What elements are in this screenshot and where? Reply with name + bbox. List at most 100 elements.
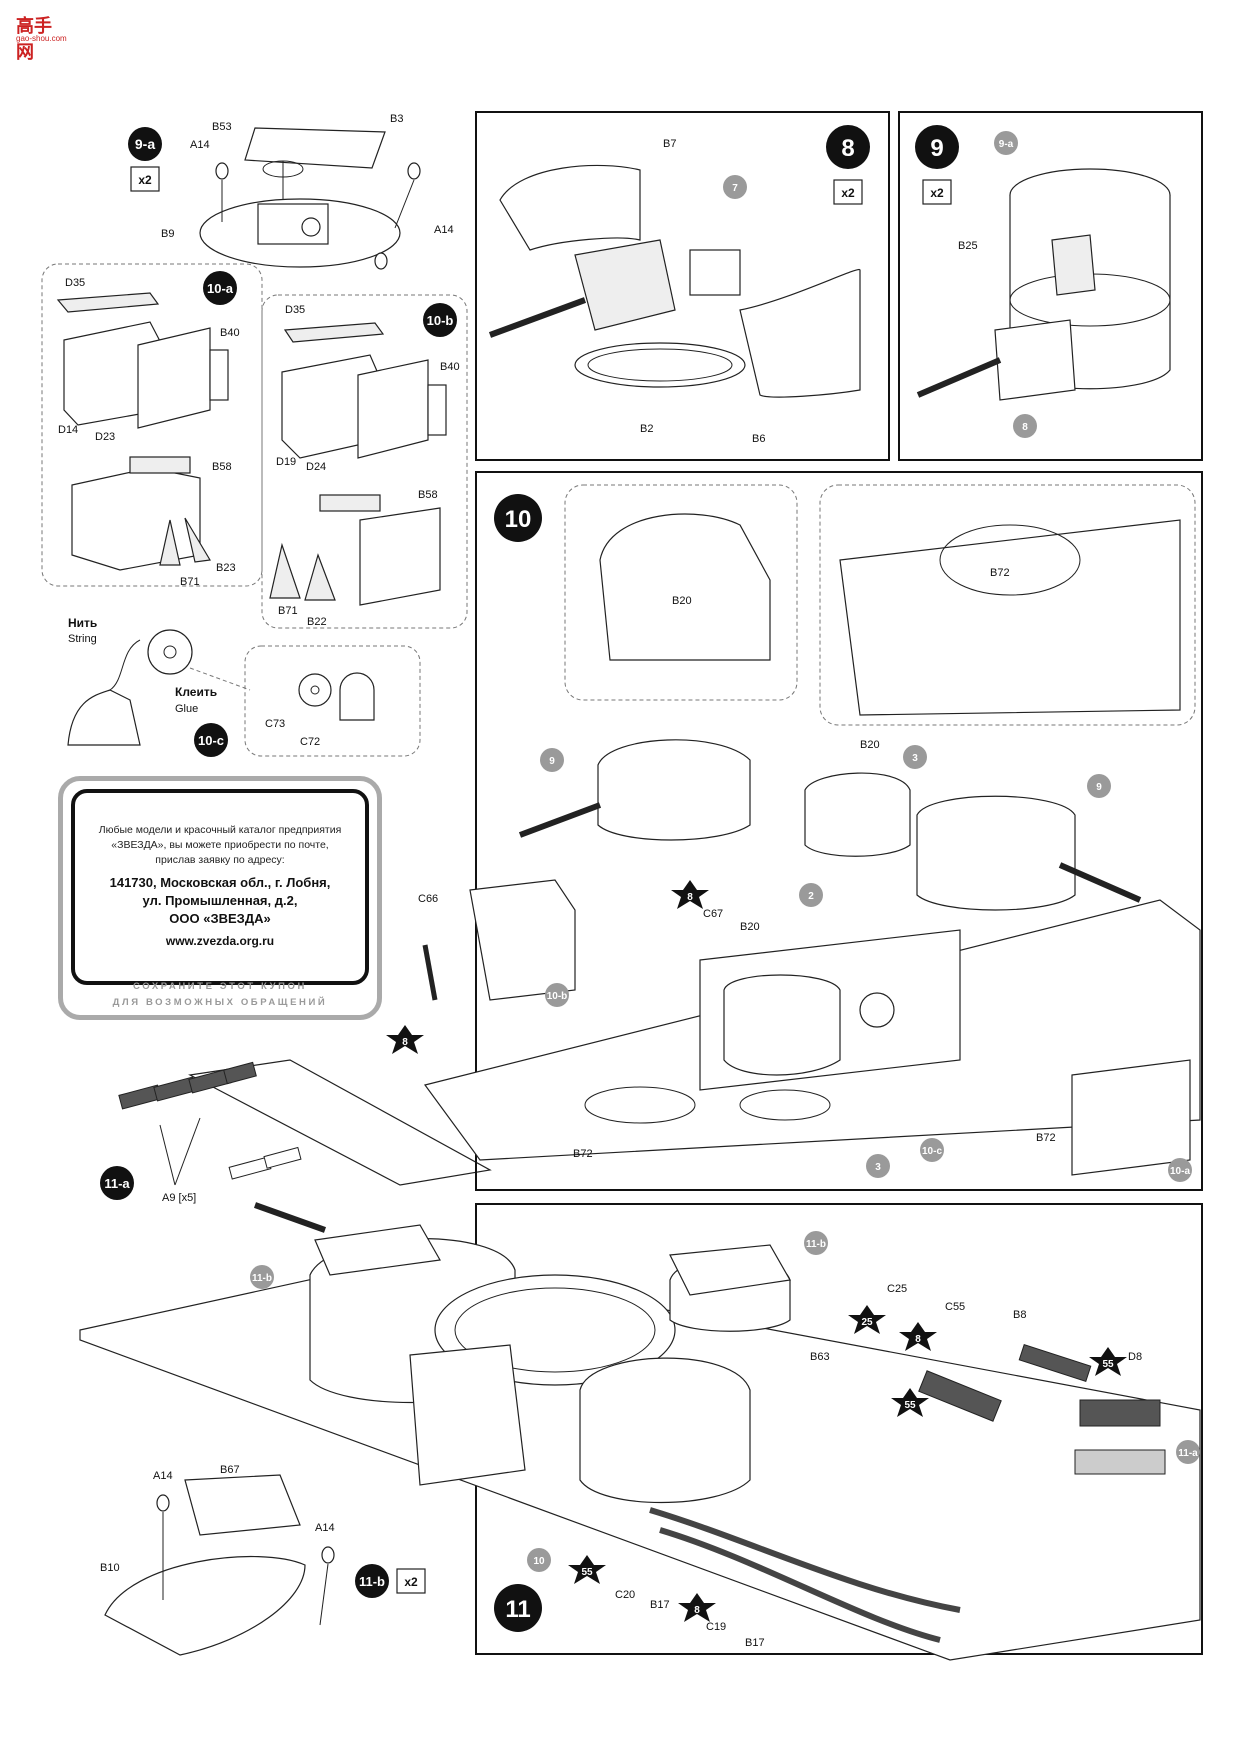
ref-10-label: 10 [533,1556,545,1567]
tool-c55 [918,1370,1002,1422]
string-ru: Нить [68,616,97,630]
label-d24: D24 [306,461,326,473]
part-c66 [422,944,438,1001]
ref-11b-right-badge [804,1231,828,1255]
part-c72 [339,672,375,721]
ref-9-left-label: 9 [549,756,555,767]
ref-10-badge [527,1548,551,1572]
step-11a-label: 11-a [104,1176,130,1191]
coupon-inner-frame: Любые модели и красочный каталог предпри… [71,789,369,985]
paint-8-c25-label: 8 [915,1334,921,1345]
label-b23: B23 [216,562,236,574]
label-c25: C25 [887,1283,907,1295]
label-c66: C66 [418,893,438,905]
tow-cable-1 [649,1507,961,1613]
step-10a-frame [41,263,263,587]
step-11b-multiplier: x2 [404,1575,418,1589]
part-b40-a [209,349,229,401]
coupon-footer: СОХРАНИТЕ ЭТОТ КУПОН ДЛЯ ВОЗМОЖНЫХ ОБРАЩ… [63,979,377,1011]
step-8-frame [475,111,890,461]
paint-25-label: 25 [861,1317,873,1328]
ref-3-bottom-label: 3 [875,1162,881,1173]
gun-barrel-8 [488,297,587,338]
label-c55: C55 [945,1301,965,1313]
step-8-multiplier-box [833,179,863,205]
plate-d23 [137,327,211,429]
label-b17-right: B17 [745,1637,765,1649]
step-10b-badge [423,303,457,337]
label-d8: D8 [1128,1351,1142,1363]
part-c73 [298,673,332,707]
ref-10c-label: 10-c [922,1146,942,1157]
label-d35-a: D35 [65,277,85,289]
ruler-sprue [188,1059,492,1186]
label-d19: D19 [276,456,296,468]
detail-inset-left [564,484,798,701]
step-9-multiplier-box [922,179,952,205]
label-c73: C73 [265,718,285,730]
hatch-11b-front [669,1244,791,1296]
step-10a-label: 10-a [207,281,234,296]
part-b58-b [319,494,381,512]
paint-55-c20-label: 55 [581,1567,593,1578]
step-9-label: 9 [930,135,943,162]
label-a9: A9 [x5] [162,1192,196,1204]
ref-8-label: 8 [1022,422,1028,433]
label-b40-a: B40 [220,327,240,339]
coupon-address-2: ул. Промышленная, д.2, [142,893,298,908]
wheel-10c [859,992,895,1028]
shield-b6 [739,268,861,398]
step-8-label: 8 [841,135,854,162]
hatch-base-b10 [104,1556,306,1656]
label-b71-b: B71 [278,605,298,617]
coupon-footer-1: СОХРАНИТЕ ЭТОТ КУПОН [133,981,307,992]
turret-ring-3 [804,772,911,857]
coupon-address-1: 141730, Московская обл., г. Лобня, [109,875,331,890]
part-b22 [304,553,336,601]
paint-55-d8-label: 55 [1102,1359,1114,1370]
step-11b-group: A14 B67 A14 B10 11-b x2 [100,1464,426,1656]
detail-inset-right [819,484,1196,726]
turret-9-right [916,795,1076,911]
step-9-badge [915,125,959,169]
step-11b-label: 11-b [359,1574,385,1589]
step-10a-group: 10-a D35 B40 D14 D23 B58 B23 B71 [41,263,263,588]
step-8-badge [826,125,870,169]
hatch-11b-rear [314,1224,441,1276]
order-coupon: Любые модели и красочный каталог предпри… [58,776,382,1020]
track-spare [1074,1449,1166,1475]
turret-9-left [597,739,751,841]
label-c67: C67 [703,908,723,920]
paint-8-c19-label: 8 [694,1605,700,1616]
label-b25: B25 [958,240,978,252]
label-a14: A14 [190,139,210,151]
ref-9a-label: 9-a [999,139,1014,150]
ref-10b-badge [545,983,569,1007]
paint-8-c19-star [678,1593,716,1622]
turret-front [579,1357,751,1504]
string-en: String [68,633,97,645]
box-10a-assembly [1071,1059,1191,1176]
multiplier-label: x2 [138,173,152,187]
ref-3-top-badge [903,745,927,769]
label-b63: B63 [810,1351,830,1363]
gun-mantlet [574,239,676,331]
step-9a-badge [128,127,162,161]
ref-9-right-label: 9 [1096,782,1102,793]
sight-block [689,249,741,296]
box-lower-b [359,507,441,606]
step-10-frame [475,471,1203,1191]
gun-barrel-9 [916,357,1002,398]
paint-8-c67-label: 8 [687,892,693,903]
part-a14-right [407,162,421,180]
coupon-line-3: прислав заявку по адресу: [155,854,285,866]
step-11b-badge [355,1564,389,1598]
paint-55-c55-label: 55 [904,1400,916,1411]
turret-mantlet [994,319,1076,401]
part-b71-b [269,542,301,599]
step-8-group: 8 x2 7 B7 B2 B6 [475,111,890,461]
label-c20: C20 [615,1589,635,1601]
label-b17-left: B17 [650,1599,670,1611]
label-b20-inset: B20 [672,595,692,607]
step-8-multiplier: x2 [841,186,855,200]
